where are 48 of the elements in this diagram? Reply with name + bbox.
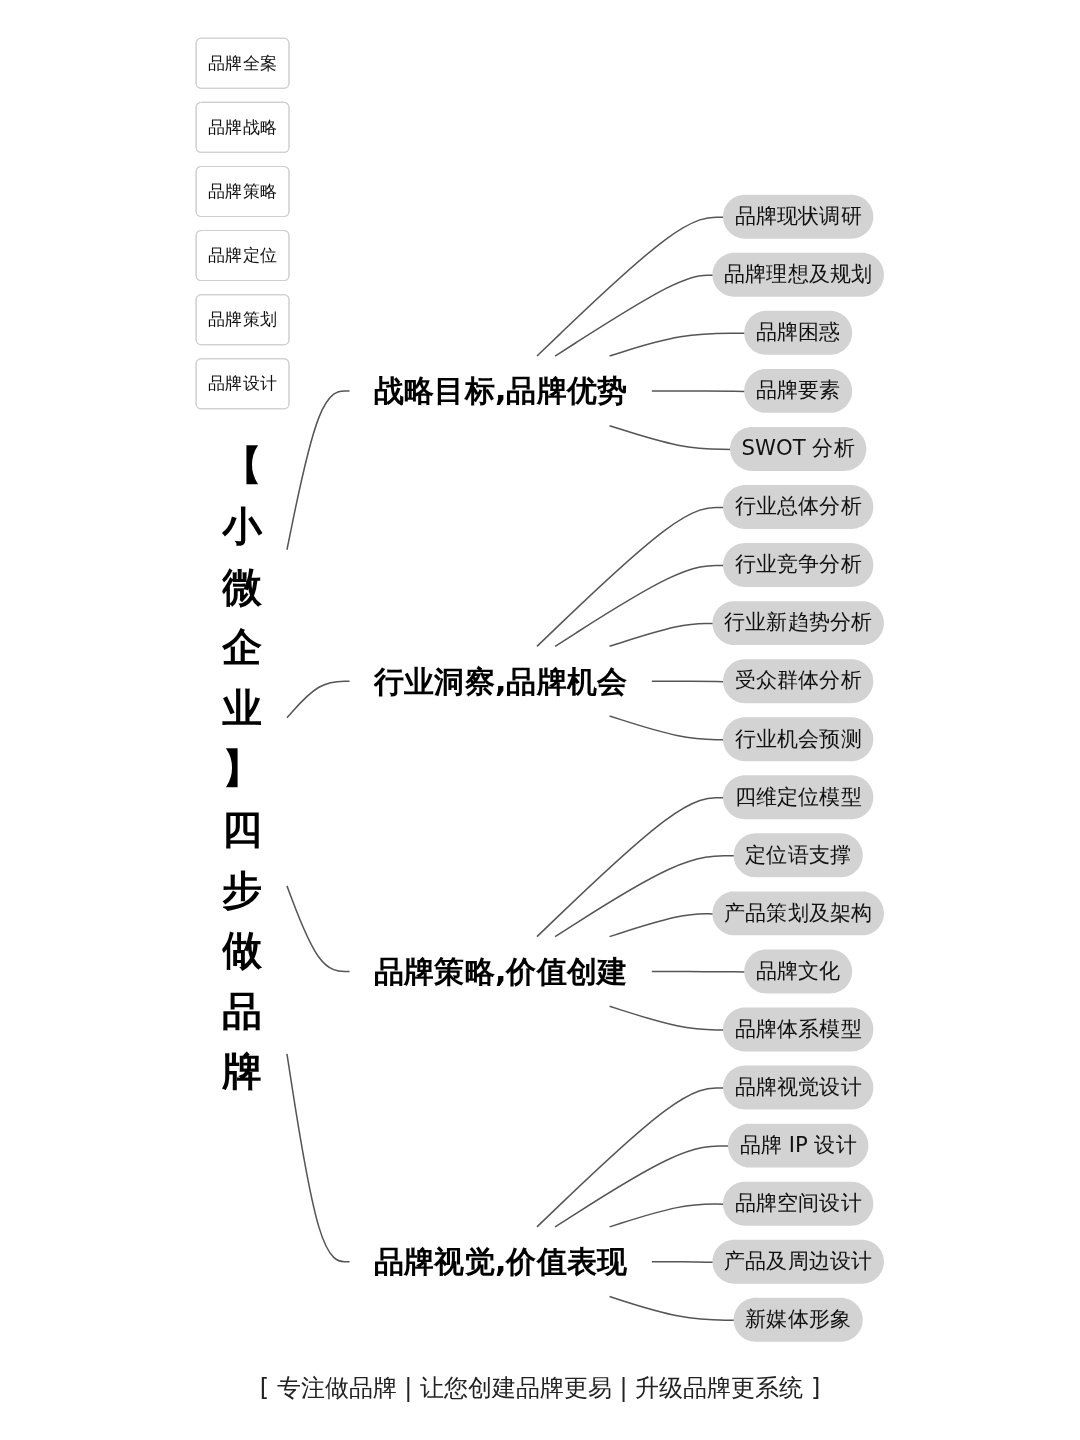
node-box: 品牌空间设计 bbox=[723, 1181, 874, 1226]
node-box: 行业总体分析 bbox=[723, 485, 874, 529]
connector bbox=[608, 622, 714, 648]
connector bbox=[536, 796, 725, 938]
caption: [ 专注做品牌 | 让您创建品牌更易 | 升级品牌更系统 ] bbox=[258, 1373, 822, 1404]
node-box: 品牌体系模型 bbox=[723, 1007, 874, 1052]
node-box: 定位语支撑 bbox=[733, 833, 863, 878]
connector bbox=[554, 855, 735, 938]
connector bbox=[286, 390, 351, 551]
connector bbox=[286, 1053, 351, 1263]
connector bbox=[608, 913, 714, 938]
node-box: 品牌现状调研 bbox=[723, 194, 874, 239]
connector bbox=[651, 970, 746, 973]
node-box: 行业竞争分析 bbox=[723, 543, 874, 587]
connector bbox=[554, 564, 725, 648]
connector bbox=[286, 885, 351, 973]
node-box: 受众群体分析 bbox=[723, 659, 874, 704]
connector bbox=[286, 680, 351, 719]
node-box: 行业机会预测 bbox=[723, 717, 874, 762]
connector bbox=[554, 274, 714, 357]
node-box: 产品及周边设计 bbox=[712, 1239, 884, 1284]
node-box: 行业新趋势分析 bbox=[712, 601, 884, 646]
connector bbox=[536, 216, 725, 357]
node-box: 新媒体形象 bbox=[733, 1297, 863, 1342]
node-box: 品牌 IP 设计 bbox=[727, 1123, 869, 1168]
connector bbox=[608, 1203, 725, 1228]
connector bbox=[651, 390, 746, 393]
connector bbox=[608, 424, 732, 451]
connector bbox=[608, 715, 725, 741]
node-text: 行业洞察,品牌机会 bbox=[373, 663, 628, 699]
node-box: 品牌文化 bbox=[744, 949, 853, 994]
node-box: SWOT 分析 bbox=[730, 427, 867, 471]
node-box: 品牌理想及规划 bbox=[712, 252, 884, 297]
node-box: 四维定位模型 bbox=[723, 775, 874, 820]
connector bbox=[536, 506, 725, 648]
connector bbox=[608, 1295, 735, 1322]
node-box: 品牌视觉设计 bbox=[723, 1065, 874, 1110]
node-text: 品牌策略,价值创建 bbox=[373, 953, 628, 990]
connector bbox=[536, 1087, 725, 1228]
node-box: 产品策划及架构 bbox=[712, 891, 884, 936]
node-text: 战略目标,品牌优势 bbox=[373, 373, 628, 409]
node-box: 品牌要素 bbox=[744, 368, 853, 413]
connector bbox=[608, 1005, 725, 1031]
connector bbox=[651, 680, 725, 683]
node-box: 品牌困惑 bbox=[744, 310, 853, 355]
connector bbox=[608, 332, 746, 357]
node-text: 品牌视觉,价值表现 bbox=[373, 1244, 628, 1280]
connector bbox=[651, 1260, 714, 1263]
